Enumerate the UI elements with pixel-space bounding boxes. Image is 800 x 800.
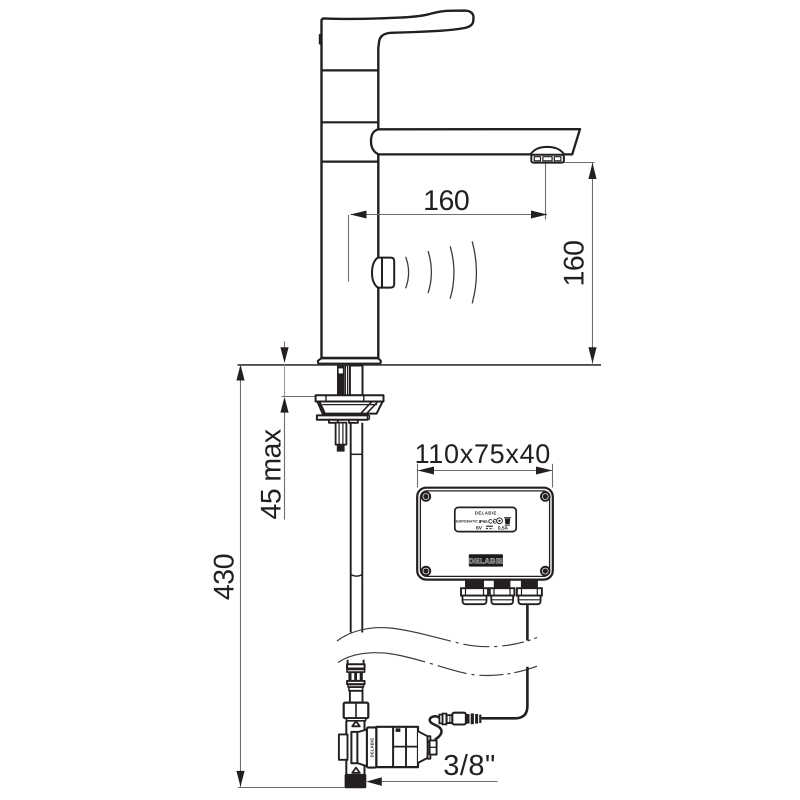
svg-text:TEMPOMATIC 2: TEMPOMATIC 2 (454, 519, 481, 523)
svg-text:DELABIE: DELABIE (469, 556, 504, 565)
svg-text:IP65: IP65 (479, 519, 488, 524)
svg-text:6V: 6V (476, 526, 483, 532)
svg-text:3/8": 3/8" (443, 750, 496, 782)
svg-text:DELABIE: DELABIE (370, 738, 375, 758)
svg-text:0,5A: 0,5A (498, 526, 509, 532)
svg-text:110x75x40: 110x75x40 (415, 439, 551, 469)
svg-text:CЄ: CЄ (488, 518, 497, 525)
svg-text:DELABIE: DELABIE (475, 511, 497, 516)
svg-text:160: 160 (423, 185, 469, 217)
svg-text:45 max: 45 max (256, 429, 288, 519)
svg-text:430: 430 (209, 554, 241, 600)
svg-text:160: 160 (559, 240, 591, 286)
